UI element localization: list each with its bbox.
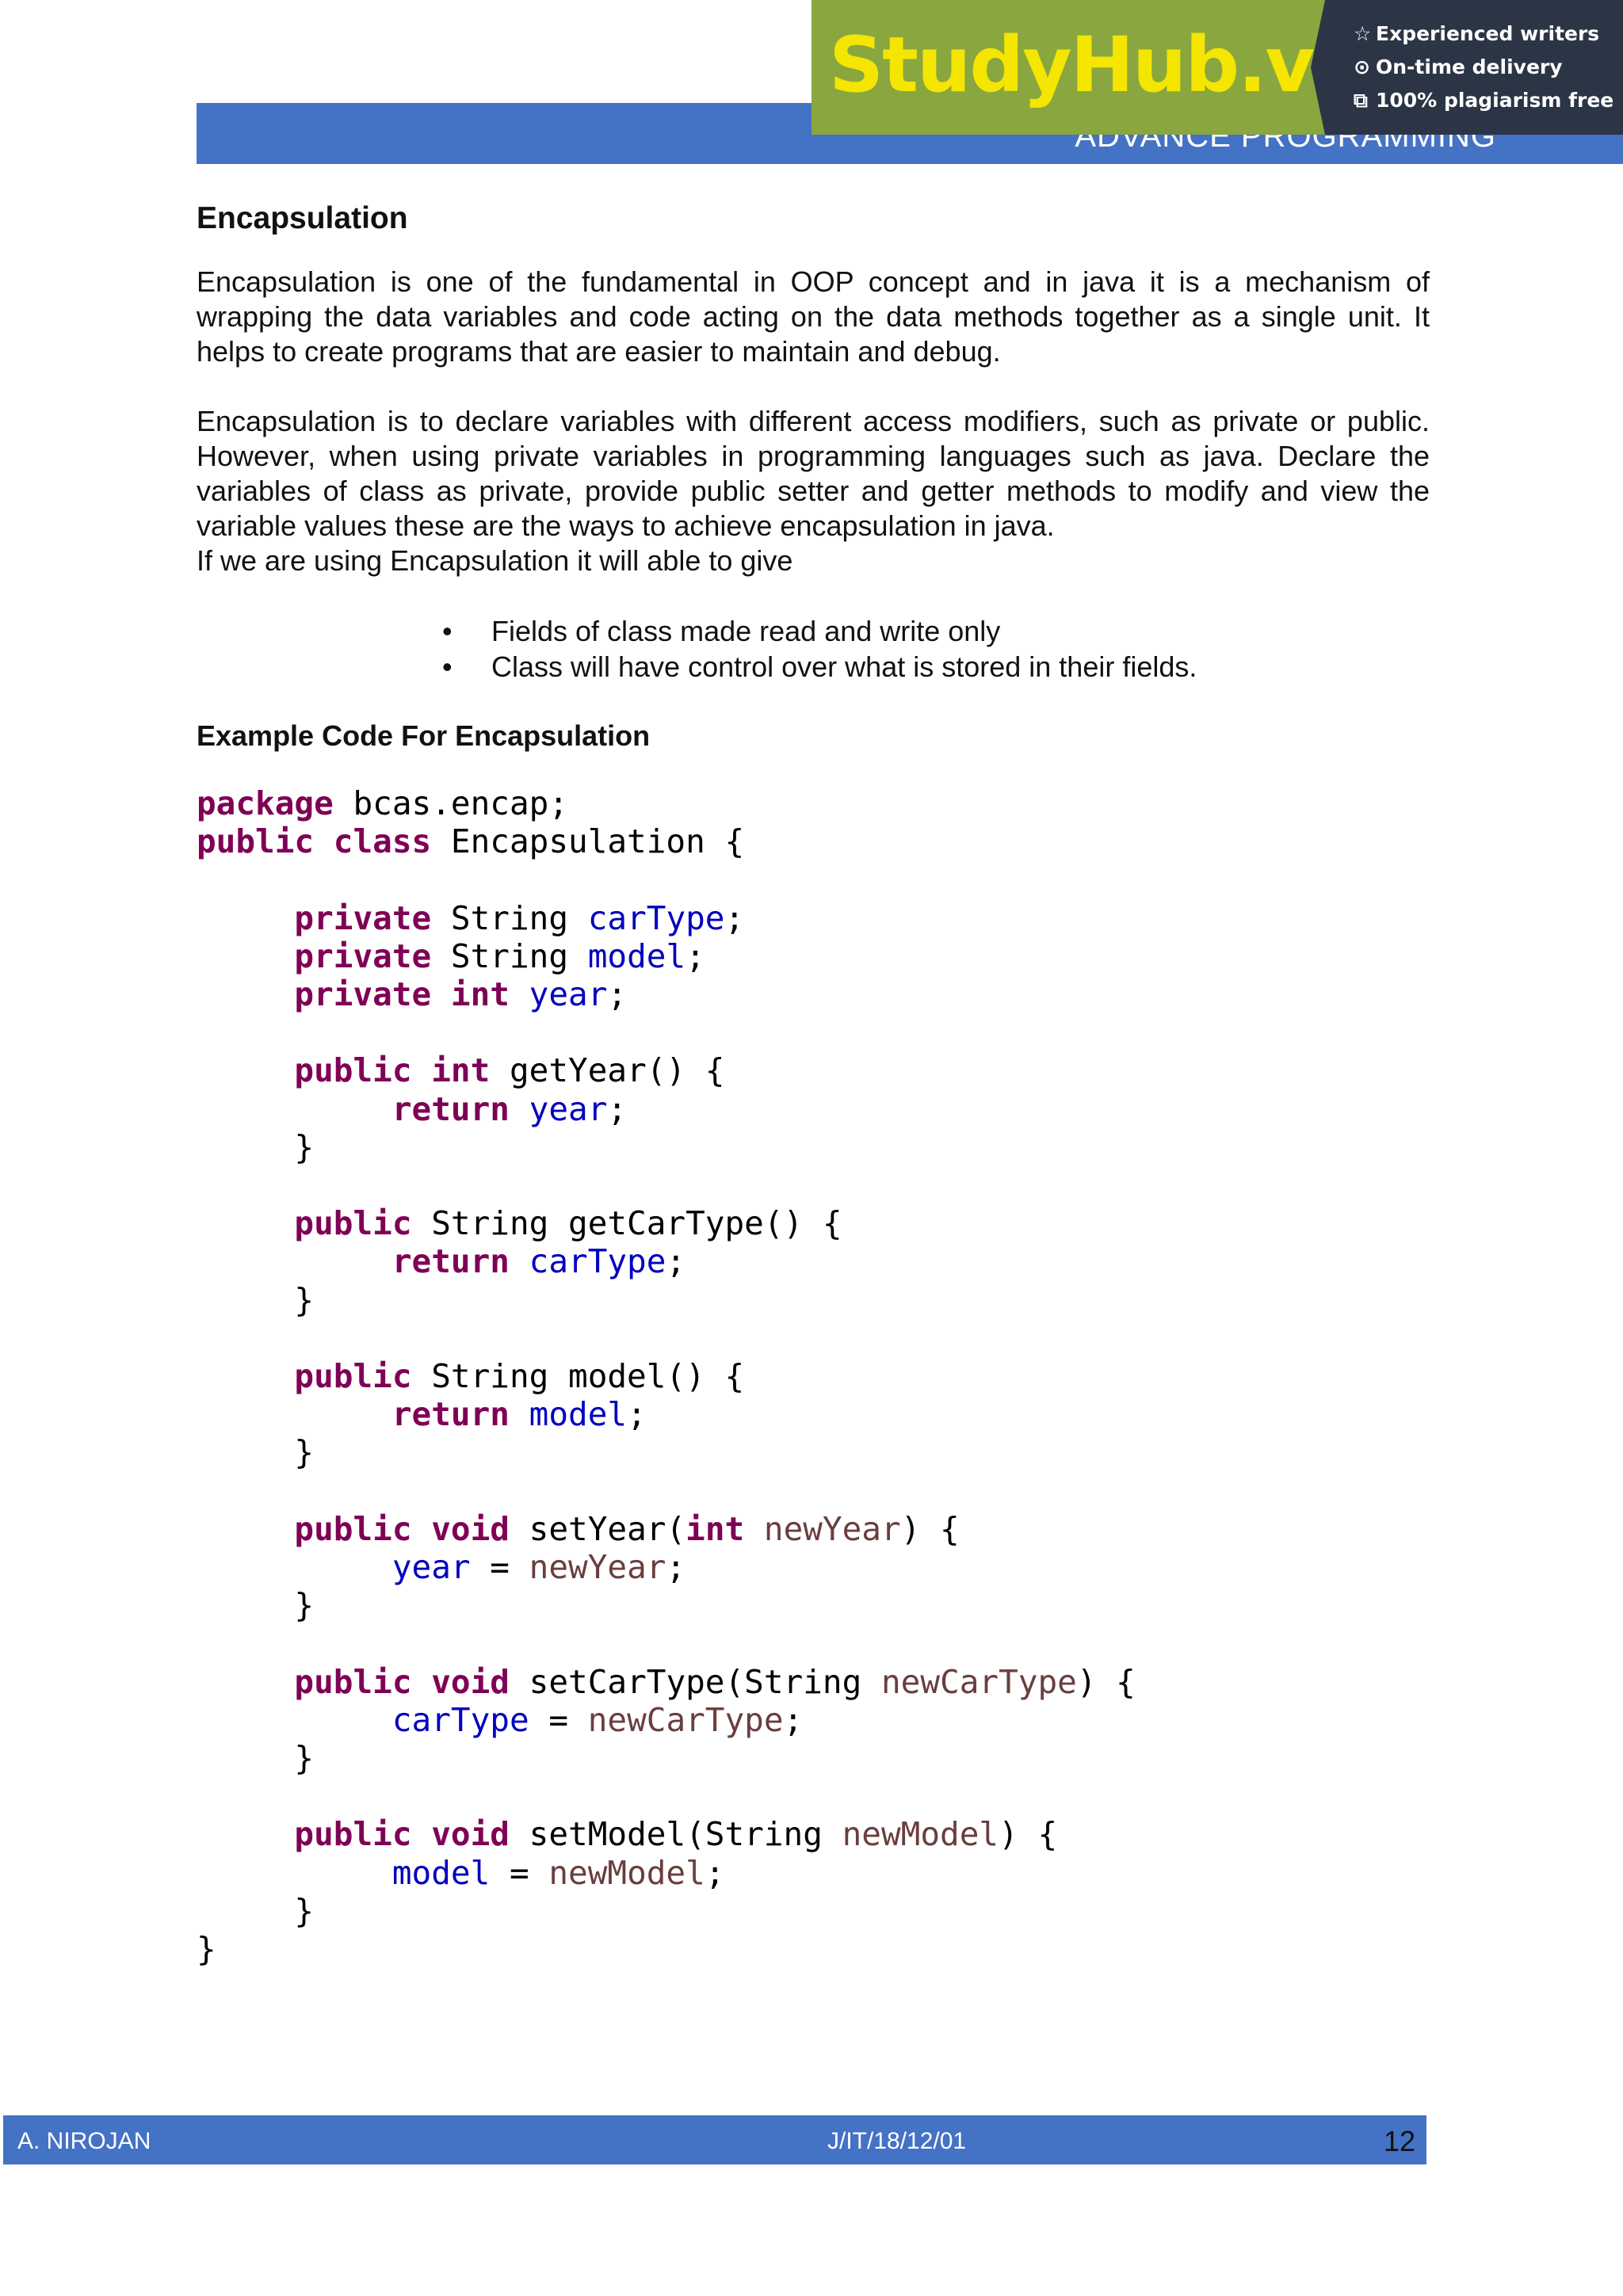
code-line: return carType; [391,1242,686,1281]
bullet-icon: • [442,650,453,683]
footer-bar [3,2115,1426,2164]
code-line [197,1166,1430,1204]
ad-feature-item: ☆Experienced writers [1354,21,1613,54]
code-line [197,1624,1430,1662]
code-block: package bcas.encap;public class Encapsul… [197,784,1430,1968]
code-line: model = newModel; [391,1853,725,1892]
code-line: public int getYear() { [294,1051,725,1090]
ad-feature-item: ⧉100% plagiarism free [1354,87,1613,120]
code-line: carType = newCarType; [391,1700,804,1739]
code-line: } [197,1586,315,1625]
code-line: public void setYear(int newYear) { [294,1509,960,1548]
code-line: public void setModel(String newModel) { [294,1815,1058,1854]
list-item: •Class will have control over what is st… [442,650,1197,683]
ad-logo[interactable]: StudyHub.vip [829,21,1392,109]
code-line: public class Encapsulation { [197,822,745,861]
footer-id: J/IT/18/12/01 [827,2128,967,2154]
code-line [197,1013,1430,1051]
code-line: public void setCarType(String newCarType… [294,1662,1136,1701]
code-line: private String carType; [294,898,745,937]
code-line: } [197,1739,315,1778]
footer-author: A. NIROJAN [17,2128,151,2154]
clock-icon: ⊙ [1354,55,1370,78]
code-line: package bcas.encap; [197,784,569,822]
code-line: return year; [391,1089,628,1128]
code-line: } [197,1930,216,1969]
code-line [197,1777,1430,1815]
code-line: private int year; [294,975,628,1014]
page-number: 12 [1384,2125,1416,2157]
code-line: } [197,1280,315,1319]
code-line: year = newYear; [391,1548,686,1587]
code-line: public String getCarType() { [294,1204,842,1243]
ad-features-panel[interactable] [1311,0,1623,135]
code-line: } [197,1891,315,1930]
ad-banner[interactable] [812,0,1325,135]
code-line: private String model; [294,936,705,975]
code-line: } [197,1127,315,1166]
document-content: Encapsulation Encapsulation is one of th… [197,196,1430,1968]
code-line [197,1319,1430,1357]
ad-feature-item: ⊙On-time delivery [1354,54,1613,87]
paragraph-declare: Encapsulation is to declare variables wi… [197,405,1430,542]
code-line: } [197,1433,315,1472]
paragraph-intro: Encapsulation is one of the fundamental … [197,265,1430,368]
example-title: Example Code For Encapsulation [197,719,651,752]
star-icon: ☆ [1354,22,1372,45]
code-line: return model; [391,1395,647,1434]
code-line [197,1472,1430,1510]
copy-icon: ⧉ [1354,89,1368,112]
benefits-list: •Fields of class made read and write onl… [197,613,1430,685]
ad-features-list: ☆Experienced writers ⊙On-time delivery ⧉… [1354,21,1613,120]
list-item: •Fields of class made read and write onl… [442,615,1001,647]
code-line: public String model() { [294,1357,745,1396]
paragraph-benefits-lead: If we are using Encapsulation it will ab… [197,544,793,577]
code-line [197,860,1430,898]
bullet-icon: • [442,615,453,647]
section-title: Encapsulation [197,201,408,235]
